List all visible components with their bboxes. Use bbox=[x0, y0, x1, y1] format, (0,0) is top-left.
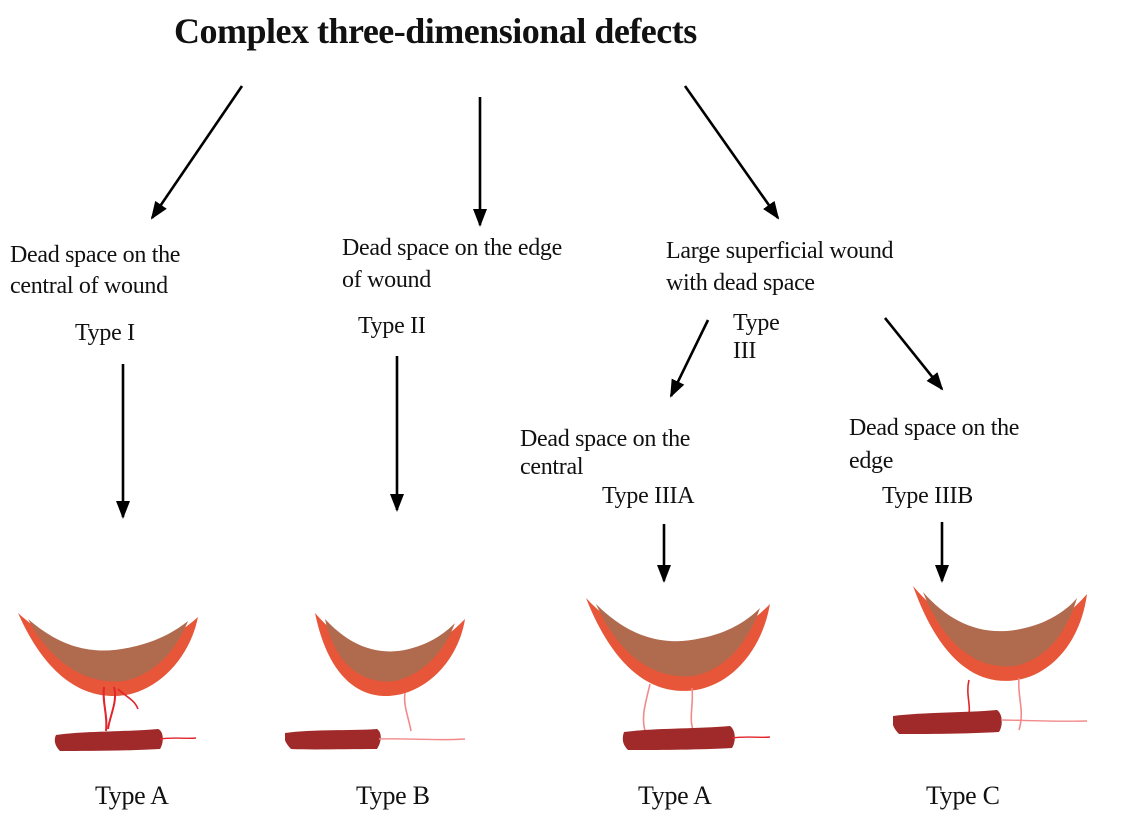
arrow-to-type3 bbox=[685, 86, 778, 218]
wound-illustration-type-a-1 bbox=[14, 605, 204, 755]
wound-illustration-type-b bbox=[285, 605, 475, 755]
type3-description-line2: with dead space bbox=[666, 268, 815, 298]
type3a-label: Type IIIA bbox=[602, 481, 694, 511]
type1-description-line2: central of wound bbox=[10, 271, 168, 301]
type3a-description-line1: Dead space on the bbox=[520, 424, 690, 454]
type3b-description-line2: edge bbox=[849, 446, 893, 476]
bottom-label-type-c: Type C bbox=[926, 781, 1000, 811]
type3b-description-line1: Dead space on the bbox=[849, 413, 1019, 443]
type2-label: Type II bbox=[358, 311, 426, 341]
type2-description-line2: of wound bbox=[342, 265, 431, 295]
type2-description-line1: Dead space on the edge bbox=[342, 233, 562, 263]
bottom-label-type-b: Type B bbox=[356, 781, 430, 811]
wound-illustration-type-a-2 bbox=[584, 592, 774, 760]
type1-description-line1: Dead space on the bbox=[10, 240, 180, 270]
arrow-to-type3b bbox=[885, 318, 942, 389]
bottom-label-type-a-1: Type A bbox=[95, 781, 169, 811]
arrow-to-type3a bbox=[671, 320, 708, 396]
type3a-description-line2: central bbox=[520, 452, 583, 482]
arrow-to-type1 bbox=[152, 86, 242, 218]
type3b-label: Type IIIB bbox=[882, 481, 973, 511]
type3-label-line2: III bbox=[733, 336, 756, 366]
type3-description-line1: Large superficial wound bbox=[666, 236, 893, 266]
wound-illustration-type-c bbox=[893, 580, 1093, 760]
type3-label-line1: Type bbox=[733, 308, 779, 338]
bottom-label-type-a-2: Type A bbox=[638, 781, 712, 811]
type1-label: Type I bbox=[75, 318, 135, 348]
